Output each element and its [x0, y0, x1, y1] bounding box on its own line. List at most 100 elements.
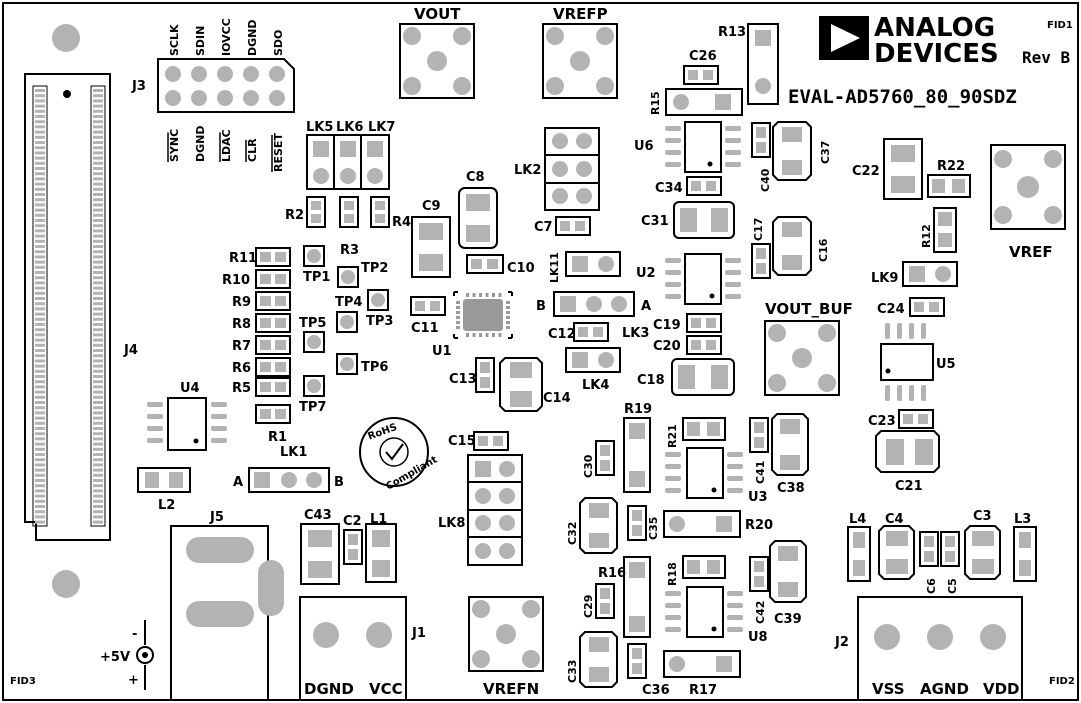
c4-label: C4 — [885, 512, 904, 527]
j4-pin — [35, 146, 45, 150]
j4-pin — [93, 520, 103, 524]
j4-label: J4 — [123, 343, 138, 358]
ladder-resistor — [255, 377, 291, 397]
ladder-pad — [275, 340, 286, 350]
capacitor-c36 — [627, 643, 647, 679]
c9-label: C9 — [422, 199, 441, 214]
ladder-pad — [260, 362, 271, 372]
minus-label: - — [132, 627, 137, 642]
j4-pin — [93, 276, 103, 280]
j4-pin — [93, 250, 103, 254]
r5-label: R5 — [232, 381, 251, 396]
ladder-resistor — [255, 357, 291, 377]
j4-pin — [93, 505, 103, 508]
r6-label: R6 — [232, 361, 251, 376]
j4-pin — [35, 115, 45, 118]
ladder-pad — [260, 274, 271, 284]
j4-pin — [35, 297, 45, 300]
j4-pin — [35, 250, 45, 254]
vref-label: VREF — [1009, 243, 1053, 261]
u5-label: U5 — [936, 357, 956, 372]
j4-pin — [93, 401, 103, 404]
agnd-label: AGND — [920, 680, 969, 698]
plus-label: + — [128, 673, 139, 688]
capacitor-c4 — [878, 525, 915, 580]
j4-pin — [93, 354, 103, 358]
j4-pin — [35, 338, 45, 342]
u2-label: U2 — [636, 266, 656, 281]
ladder-pad — [275, 296, 286, 306]
r1-label: R1 — [268, 430, 287, 445]
j4-pin — [35, 494, 45, 498]
j4-pin — [35, 385, 45, 389]
j4-pin — [93, 219, 103, 222]
j3-bottom-label: LDAC — [220, 129, 233, 162]
capacitor-c22 — [883, 138, 923, 200]
u1-pin — [506, 306, 510, 309]
j4-pin — [35, 333, 45, 337]
j4-pin — [35, 94, 45, 98]
u8-label: U8 — [748, 630, 768, 645]
j3-pin — [217, 66, 233, 82]
dgnd-label: DGND — [304, 680, 354, 698]
ic-u1 — [453, 291, 513, 339]
vcc-label: VCC — [369, 680, 403, 698]
r3-label: R3 — [340, 243, 359, 258]
j4-pin — [93, 489, 103, 493]
connector-vrefn — [468, 596, 544, 672]
j4-pin — [35, 375, 45, 378]
c32-label: C32 — [566, 522, 579, 545]
j4-pin — [35, 291, 45, 295]
analog-devices-logo — [819, 16, 869, 60]
j4-pin — [35, 416, 45, 420]
link-lk4 — [565, 347, 621, 373]
j4-pin — [35, 317, 45, 321]
lk6-label: LK6 — [336, 120, 363, 135]
j1-label: J1 — [411, 626, 426, 641]
j4-pin — [35, 380, 45, 384]
tp2-label: TP2 — [361, 261, 388, 276]
r2-label: R2 — [285, 208, 304, 223]
j4-pin — [93, 499, 103, 503]
r20-label: R20 — [745, 518, 773, 533]
j4-pin — [35, 193, 45, 196]
j3-label: J3 — [131, 79, 146, 94]
capacitor-c32 — [579, 497, 618, 554]
u6-label: U6 — [634, 139, 654, 154]
j3-pin — [165, 66, 181, 82]
j4-pin — [93, 208, 103, 212]
j3-top-label: IOVCC — [220, 18, 233, 56]
u1-pin — [485, 293, 489, 297]
j4-pin — [35, 234, 45, 238]
j4-pin — [93, 385, 103, 389]
j4-pin — [35, 286, 45, 290]
c36-label: C36 — [642, 683, 670, 698]
resistor-r12 — [933, 207, 957, 253]
j4-pin — [93, 229, 103, 233]
testpoint-tp4 — [336, 311, 358, 333]
j4-pin — [35, 411, 45, 415]
j4-pin — [93, 494, 103, 498]
j4-pin — [35, 130, 45, 134]
j4-pin — [93, 484, 103, 488]
u1-pin — [479, 293, 482, 297]
c26-label: C26 — [689, 49, 717, 64]
u1-pin — [472, 293, 476, 297]
j3-pin — [217, 90, 233, 106]
ladder-pad — [260, 318, 271, 328]
j4-pin — [35, 187, 45, 191]
u1-pin — [498, 293, 502, 297]
connector-vref — [990, 144, 1066, 230]
u1-label: U1 — [432, 344, 452, 359]
capacitor-c23 — [898, 409, 934, 429]
r18-label: R18 — [666, 562, 679, 586]
capacitor-c13 — [475, 357, 495, 393]
j4-pin — [93, 125, 103, 129]
c22-label: C22 — [852, 164, 880, 179]
j4-pin — [93, 224, 103, 228]
r9-label: R9 — [232, 295, 251, 310]
r10-label: R10 — [222, 273, 250, 288]
j3-pin — [191, 66, 207, 82]
rev-label: Rev B — [1022, 48, 1071, 67]
